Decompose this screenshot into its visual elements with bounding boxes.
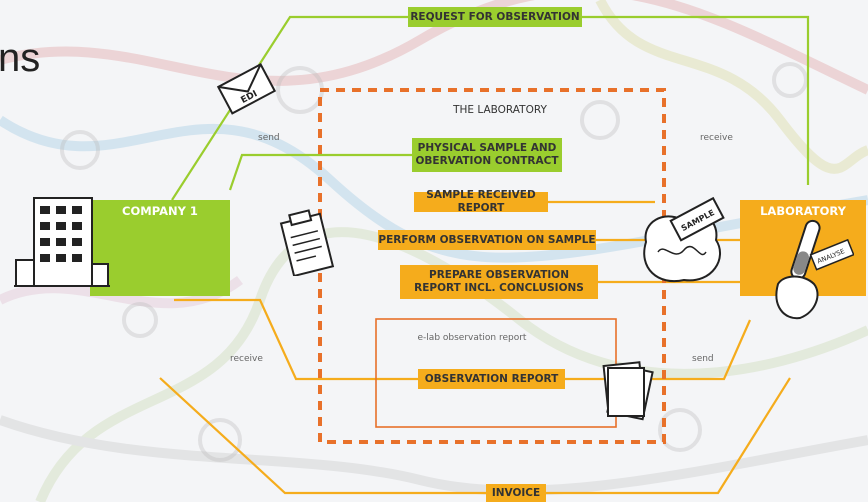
perform-observation-label: PERFORM OBSERVATION ON SAMPLE bbox=[378, 230, 596, 250]
send-label-left: send bbox=[258, 133, 280, 143]
sample-received-label: SAMPLE RECEIVED REPORT bbox=[414, 189, 548, 214]
building-icon bbox=[14, 197, 110, 287]
prepare-report-label: PREPARE OBSERVATION REPORT INCL. CONCLUS… bbox=[400, 265, 598, 299]
request-label: REQUEST FOR OBSERVATION bbox=[408, 7, 582, 27]
envelope-icon: EDI bbox=[216, 63, 277, 115]
physical-sample-label: PHYSICAL SAMPLE AND OBERVATION CONTRACT bbox=[412, 138, 562, 172]
sample-bag-icon: SAMPLE bbox=[643, 196, 725, 283]
receive-label-right: receive bbox=[700, 133, 733, 143]
clipboard-icon bbox=[279, 209, 335, 276]
lab-section-title: THE LABORATORY bbox=[453, 104, 547, 116]
laboratory-header: LABORATORY bbox=[740, 200, 866, 222]
company-panel bbox=[90, 222, 230, 296]
invoice-label: INVOICE bbox=[486, 484, 546, 502]
receive-label-left: receive bbox=[230, 354, 263, 364]
elab-report-text: e-lab observation report bbox=[417, 333, 527, 343]
observation-report-label: OBSERVATION REPORT bbox=[418, 369, 565, 389]
send-label-right: send bbox=[692, 354, 714, 364]
slide-title-fragment: ns bbox=[0, 36, 41, 80]
test-tube-hand-icon: ANALYSE bbox=[775, 219, 854, 320]
company-header: COMPANY 1 bbox=[90, 200, 230, 222]
papers-icon bbox=[602, 361, 654, 421]
